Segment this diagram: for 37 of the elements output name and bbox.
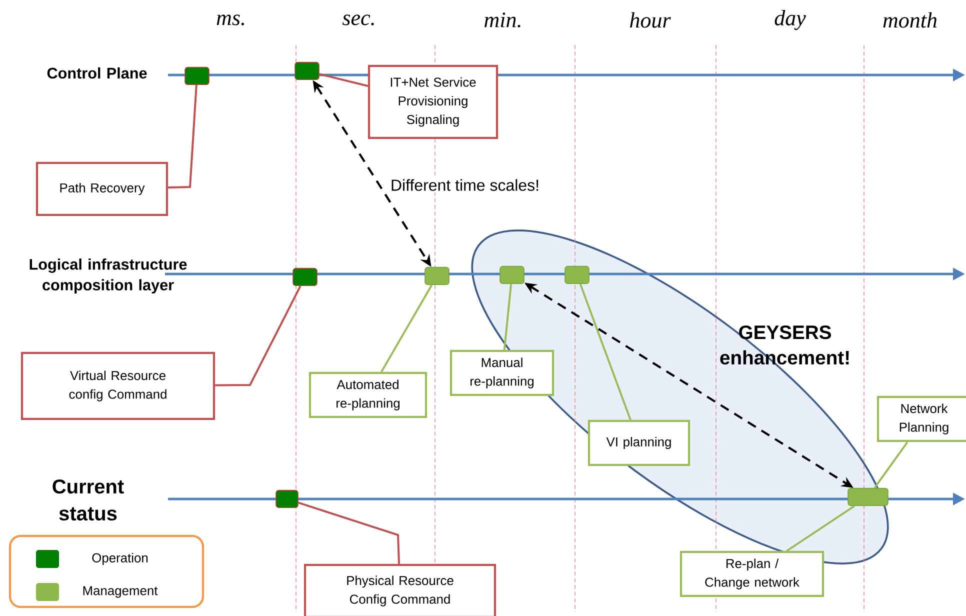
callout-box: Virtual Resource config Command xyxy=(20,352,216,420)
event-marker xyxy=(564,266,590,284)
time-scale-heading: day xyxy=(774,10,806,30)
leader-line xyxy=(786,505,855,552)
time-scale-heading: month xyxy=(883,12,937,28)
event-marker xyxy=(276,490,298,508)
time-scale-heading: ms. xyxy=(216,14,244,26)
time-scale-heading: min. xyxy=(484,12,520,28)
callout-box: Manual re-planning xyxy=(450,350,554,396)
event-marker xyxy=(424,266,450,286)
row-label: Current status xyxy=(52,479,124,521)
legend-label: Management xyxy=(83,586,158,598)
callout-box: Path Recovery xyxy=(36,162,168,216)
callout-box: Re-plan / Change network xyxy=(680,550,824,598)
time-scale-heading: hour xyxy=(630,12,671,28)
legend-label: Operation xyxy=(92,552,148,566)
leader-line xyxy=(579,284,632,420)
event-marker xyxy=(184,66,210,86)
callout-box: Automated re-planning xyxy=(308,372,428,418)
time-scale-heading: sec. xyxy=(342,14,374,26)
callout-box: IT+Net Service Provisioning Signaling xyxy=(368,64,498,140)
callout-box: VI planning xyxy=(588,420,690,466)
callout-box: Physical Resource Config Command xyxy=(304,564,496,616)
row-label: Control Plane xyxy=(47,67,147,79)
leader-line xyxy=(319,73,368,87)
event-marker xyxy=(292,268,318,286)
event-marker xyxy=(294,62,320,80)
leader-line xyxy=(380,284,433,372)
leader-line xyxy=(874,441,908,488)
note-text: Different time scales! xyxy=(389,178,541,192)
leader-line xyxy=(503,284,512,350)
leader-line xyxy=(168,85,198,188)
callout-box: Network Planning xyxy=(876,396,966,442)
leader-line xyxy=(298,502,400,564)
event-marker xyxy=(500,266,524,284)
row-label: Logical infrastructure composition layer xyxy=(30,258,187,294)
leader-line xyxy=(215,286,302,386)
